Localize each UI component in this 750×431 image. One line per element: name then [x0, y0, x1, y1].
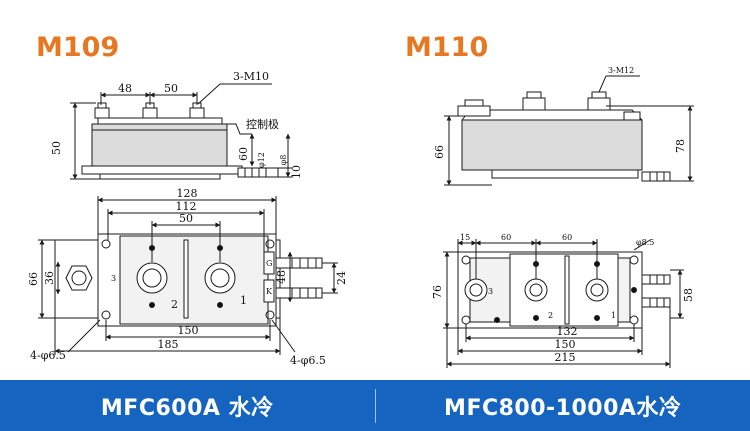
dim-phi8: φ8 [279, 155, 288, 166]
right-dim-h78: 78 [674, 139, 687, 153]
right-dim-132: 132 [557, 325, 578, 338]
left-terminal-studs [94, 102, 205, 119]
right-terminal-3 [464, 278, 488, 302]
right-terminal-2-label: 2 [548, 311, 553, 320]
left-base-plate [81, 165, 243, 175]
left-top-view [38, 196, 338, 355]
right-top-water-nipples [641, 274, 671, 308]
caption-divider [374, 388, 376, 423]
dim-48: 48 [118, 82, 132, 95]
dim-50-top: 50 [164, 82, 178, 95]
right-dim-h66: 66 [433, 145, 446, 159]
dim-h24: 24 [335, 271, 348, 285]
dim-h50: 50 [50, 141, 63, 155]
right-dim-60a: 60 [501, 233, 511, 242]
left-terminal-1 [204, 262, 236, 294]
left-side-view [70, 83, 292, 180]
right-side-view [444, 75, 694, 186]
right-dim-phi85: φ8.5 [636, 238, 654, 247]
right-dim-215: 215 [555, 351, 576, 364]
right-model-title: M110 [405, 32, 489, 63]
right-terminal-2 [524, 278, 548, 302]
left-terminal-3 [65, 265, 93, 291]
left-caption: MFC600A 水冷 [100, 395, 274, 421]
right-side-dim-labels: 3-M12 66 78 [433, 66, 687, 159]
dim-h60: 60 [237, 147, 250, 161]
right-water-nipple [641, 171, 671, 182]
hole-spec-left: 4-φ6.5 [30, 349, 66, 362]
left-top-dim-labels: 128 112 50 66 36 48 24 3 2 1 G K 150 185… [27, 187, 348, 367]
dim-185: 185 [158, 338, 179, 351]
right-terminal-studs [457, 91, 611, 117]
dim-h48: 48 [275, 270, 288, 284]
left-terminal-2 [136, 262, 168, 294]
left-model-title: M109 [36, 32, 120, 63]
right-caption: MFC800-1000A水冷 [444, 395, 682, 421]
left-module-body [91, 123, 228, 169]
right-base-plate [491, 169, 639, 179]
dim-h36: 36 [43, 271, 56, 285]
terminal-2-label: 2 [171, 298, 178, 311]
terminal-3-label: 3 [111, 274, 116, 283]
right-terminal-1-label: 1 [611, 311, 616, 320]
right-screw-spec: 3-M12 [608, 66, 634, 75]
right-dim-60b: 60 [562, 233, 572, 242]
dim-112: 112 [176, 200, 197, 213]
k-label: K [266, 287, 273, 296]
right-module-body [461, 119, 643, 171]
dim-h10: 10 [290, 165, 303, 179]
left-water-nipple [237, 167, 279, 178]
right-top-view [443, 239, 684, 368]
right-terminal-3-label: 3 [488, 287, 493, 296]
right-dim-150: 150 [555, 338, 576, 351]
screw-spec: 3-M10 [233, 70, 269, 83]
g-label: G [266, 259, 272, 268]
hole-spec-right: 4-φ6.5 [290, 354, 326, 367]
right-dim-h76: 76 [431, 285, 444, 299]
technical-drawing: 48 50 3-M10 50 控制极 60 φ12 φ8 10 [27, 66, 695, 368]
right-housing-top [509, 253, 619, 327]
control-pole-label: 控制极 [246, 117, 279, 131]
right-dim-15: 15 [460, 233, 470, 242]
dim-phi12: φ12 [257, 152, 266, 168]
right-terminal-1 [585, 278, 609, 302]
dim-50-hole: 50 [179, 212, 193, 225]
caption-bar: MFC600A 水冷 MFC800-1000A水冷 [0, 380, 750, 431]
terminal-1-label: 1 [240, 294, 247, 307]
right-dim-h58: 58 [682, 288, 695, 302]
dim-128: 128 [177, 187, 198, 200]
right-top-dim-labels: 15 60 60 φ8.5 76 58 3 2 1 132 150 215 [431, 233, 695, 364]
dim-150: 150 [178, 324, 199, 337]
dim-h66: 66 [27, 272, 40, 286]
left-side-dim-labels: 48 50 3-M10 50 控制极 60 φ12 φ8 10 [50, 70, 303, 179]
